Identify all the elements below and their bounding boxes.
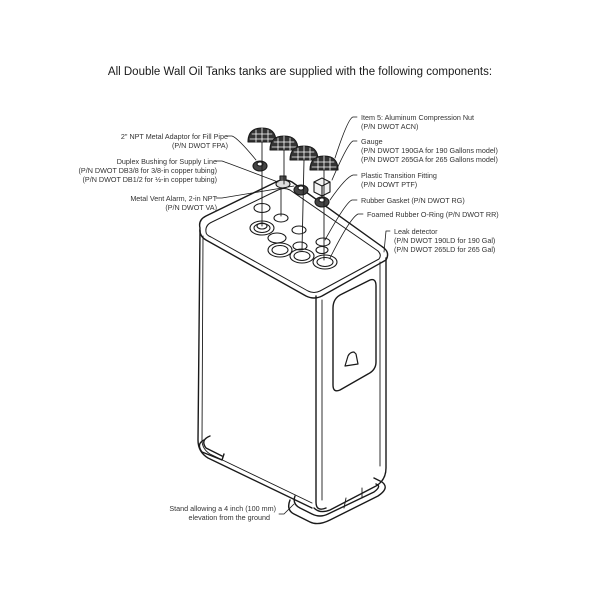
label-rubber-gasket: Rubber Gasket (P/N DWOT RG) <box>361 196 465 205</box>
dome-nut-icon <box>269 135 299 151</box>
compression-nuts <box>247 127 339 171</box>
panel-handle-icon <box>344 351 359 367</box>
side-access-panel <box>332 278 377 392</box>
dome-nut-icon <box>289 145 319 161</box>
tank-body <box>197 229 387 513</box>
leader-lines <box>215 116 391 515</box>
label-stand: Stand allowing a 4 inch (100 mm) elevati… <box>169 504 276 522</box>
plastic-fitting-icon <box>314 196 330 208</box>
label-fill-pipe-adaptor: 2" NPT Metal Adaptor for Fill Pipe (P/N … <box>120 132 228 150</box>
label-plastic-fitting: Plastic Transition Fitting (P/N DOWT PTF… <box>361 171 437 189</box>
fittings <box>252 160 331 208</box>
dome-nut-icon <box>309 155 339 171</box>
vent-alarm-icon <box>293 184 309 196</box>
assembly-lines <box>261 141 325 261</box>
fill-adaptor-icon <box>252 160 268 172</box>
duplex-bushing-icon <box>275 175 291 189</box>
label-vent-alarm: Metal Vent Alarm, 2-in NPT (P/N DWOT VA) <box>130 194 217 212</box>
label-duplex-bushing: Duplex Bushing for Supply Line (P/N DWOT… <box>78 157 217 184</box>
tank-top <box>198 179 389 299</box>
label-gauge: Gauge (P/N DWOT 190GA for 190 Gallons mo… <box>361 137 498 164</box>
gauge-icon <box>313 177 331 197</box>
tank-stand <box>198 435 386 525</box>
diagram-title: All Double Wall Oil Tanks tanks are supp… <box>107 66 493 78</box>
label-leak-detector: Leak detector (P/N DWOT 190LD for 190 Ga… <box>394 227 496 254</box>
label-compression-nut: Item 5: Aluminum Compression Nut (P/N DW… <box>361 113 475 131</box>
label-o-ring: Foamed Rubber O-Ring (P/N DWOT RR) <box>367 210 499 219</box>
dome-nut-icon <box>247 127 277 143</box>
